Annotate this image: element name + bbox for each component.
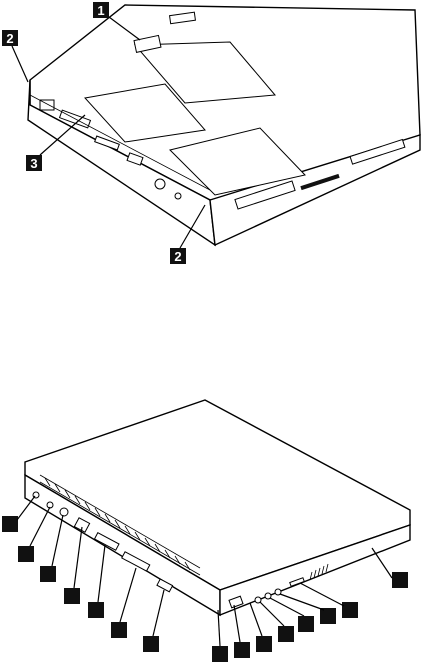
callout-b1	[2, 516, 18, 532]
callout-b3	[40, 566, 56, 582]
callout-2-bottom-label: 2	[174, 249, 181, 264]
callout-b11	[278, 626, 294, 642]
laptop-rear-view	[25, 400, 410, 615]
laptop-bottom-view	[28, 5, 420, 245]
callout-b10	[256, 636, 272, 652]
callout-b2	[18, 546, 34, 562]
callout-b12	[298, 616, 314, 632]
callout-b5	[88, 602, 104, 618]
callout-1-label: 1	[97, 3, 104, 18]
callout-b7	[143, 636, 159, 652]
callout-2-top-label: 2	[6, 31, 13, 46]
callout-b15	[392, 572, 408, 588]
dc-in-jack-rear	[60, 508, 68, 516]
callout-b13	[320, 608, 336, 624]
callout-3-label: 3	[30, 156, 37, 171]
callout-b14	[342, 602, 358, 618]
callout-2-top: 2	[2, 30, 28, 82]
callout-b6	[111, 622, 127, 638]
small-jack	[175, 193, 181, 199]
callout-b8	[212, 646, 228, 662]
callout-b9	[234, 642, 250, 658]
dc-in-jack	[155, 179, 165, 189]
callout-b4	[64, 588, 80, 604]
